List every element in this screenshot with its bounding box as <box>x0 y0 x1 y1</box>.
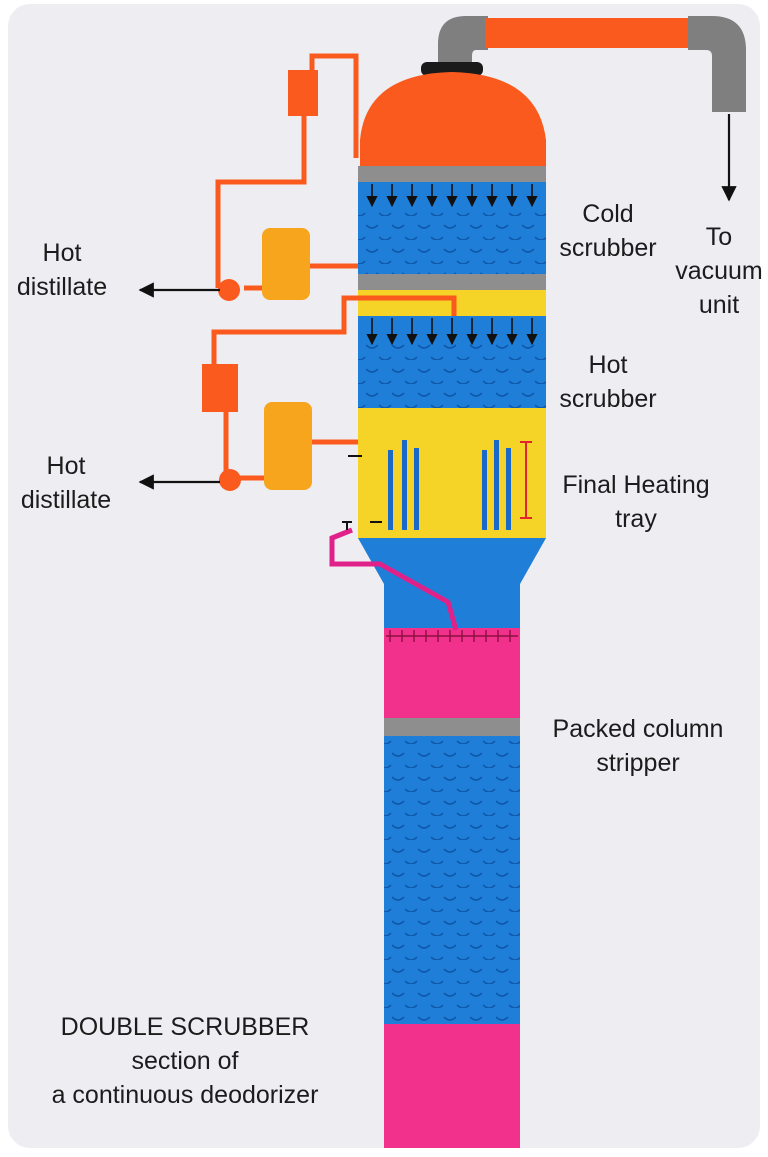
final-heating-tray-label: Final Heating tray <box>562 471 710 533</box>
stripper-upper-pink <box>384 628 520 720</box>
upper-junction <box>218 279 240 301</box>
final-heating-tray <box>358 408 546 538</box>
upper-pump <box>288 70 318 116</box>
heater-bar <box>388 450 393 530</box>
cold-spray-arrows <box>366 184 538 208</box>
diagram-title: DOUBLE SCRUBBER section of a continuous … <box>51 1013 319 1109</box>
duct-elbow-left <box>438 16 488 68</box>
hot-distillate-upper-label: Hot distillate <box>16 239 108 301</box>
lower-pump <box>202 364 238 412</box>
top-plate <box>358 166 546 182</box>
lower-distillate-circuit <box>211 295 457 478</box>
heater-bar <box>506 448 511 530</box>
hot-scrubber-label: Hot scrubber <box>559 351 657 413</box>
lower-junction <box>219 469 241 491</box>
heater-bar <box>482 450 487 530</box>
hot-distillate-lower-label: Hot distillate <box>20 452 112 514</box>
vacuum-duct <box>421 16 746 202</box>
heater-bar <box>402 440 407 530</box>
packed-column-stripper-label: Packed column stripper <box>552 715 724 777</box>
hot-spray-arrows <box>366 318 538 346</box>
duct-elbow-right <box>688 16 746 112</box>
column-taper <box>358 538 546 584</box>
upper-vessel <box>262 228 310 300</box>
duct-pipe <box>485 18 690 48</box>
heater-bar <box>414 448 419 530</box>
middle-plate <box>358 274 546 290</box>
stripper-plate <box>384 718 520 736</box>
distributor-teeth <box>386 630 518 642</box>
lower-vessel <box>264 402 312 490</box>
duct-collar <box>421 62 483 76</box>
heater-bar <box>494 440 499 530</box>
column-bottom <box>384 1024 520 1148</box>
cold-scrubber-label: Cold scrubber <box>559 200 657 262</box>
upper-distillate-circuit <box>215 53 459 288</box>
heating-elements <box>348 440 532 530</box>
transfer-pipe <box>329 521 459 631</box>
to-vacuum-unit-label: To vacuum unit <box>675 223 763 319</box>
top-dome <box>360 72 546 168</box>
